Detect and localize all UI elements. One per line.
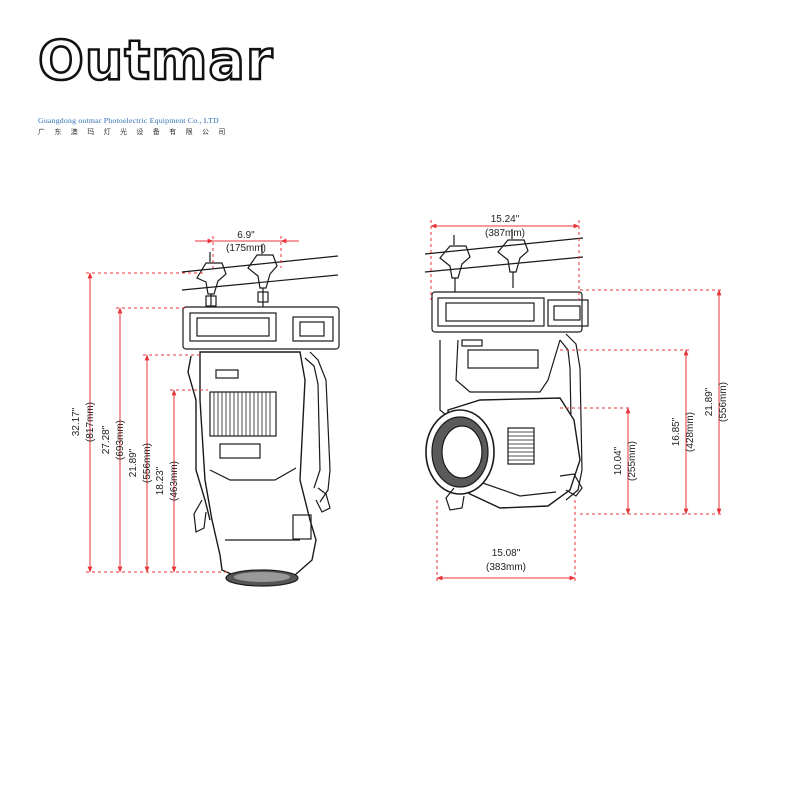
front-grille-lines <box>213 392 271 436</box>
front-height-1-label: 32.17" (817mm) <box>71 402 96 442</box>
side-height-a-label: 10.04" (255mm) <box>613 441 638 481</box>
front-h1-inch: 32.17" <box>71 407 82 436</box>
front-width-mm: (175mm) <box>226 243 266 254</box>
side-dimensions <box>430 220 724 584</box>
side-ha-inch: 10.04" <box>613 446 624 475</box>
front-clamp-right <box>247 244 278 307</box>
side-hc-inch: 21.89" <box>704 387 715 416</box>
side-ha-mm: (255mm) <box>627 441 638 481</box>
side-bottom-width-inch: 15.08" <box>492 548 521 559</box>
side-top-width-inch: 15.24" <box>491 214 520 225</box>
front-dimensions <box>86 236 299 573</box>
side-bottom-width-mm: (383mm) <box>486 562 526 573</box>
front-width-inch: 6.9" <box>237 230 255 241</box>
company-name-cn: 广东澳玛灯光设备有限公司 <box>38 128 235 136</box>
front-height-3-label: 21.89" (556mm) <box>128 443 153 483</box>
side-clamp-right <box>497 229 529 288</box>
side-hb-inch: 16.85" <box>671 417 682 446</box>
front-h3-inch: 21.89" <box>128 448 139 477</box>
side-height-c-label: 21.89" (556mm) <box>704 382 729 422</box>
side-view-fixture <box>424 229 589 511</box>
front-view-fixture <box>181 244 340 587</box>
side-grille-lines <box>508 431 534 461</box>
side-clamp-left <box>439 235 471 292</box>
company-name-en: Guangdong outmar Photoelectric Equipment… <box>38 116 219 125</box>
front-h1-mm: (817mm) <box>85 402 96 442</box>
front-h4-inch: 18.23" <box>155 466 166 495</box>
front-h4-mm: (463mm) <box>169 461 180 501</box>
side-hc-mm: (556mm) <box>718 382 729 422</box>
front-h2-mm: (693mm) <box>115 420 126 460</box>
side-hb-mm: (428mm) <box>685 412 696 452</box>
front-height-4-label: 18.23" (463mm) <box>155 461 180 501</box>
logo-wordmark: Outmar <box>37 28 274 93</box>
front-clamp-left <box>196 252 227 312</box>
side-height-b-label: 16.85" (428mm) <box>671 412 696 452</box>
side-top-width-mm: (387mm) <box>485 228 525 239</box>
outmar-logo: Outmar Guangdong outmar Photoelectric Eq… <box>37 28 274 136</box>
front-h2-inch: 27.28" <box>101 425 112 454</box>
front-h3-mm: (556mm) <box>142 443 153 483</box>
front-height-2-label: 27.28" (693mm) <box>101 420 126 460</box>
